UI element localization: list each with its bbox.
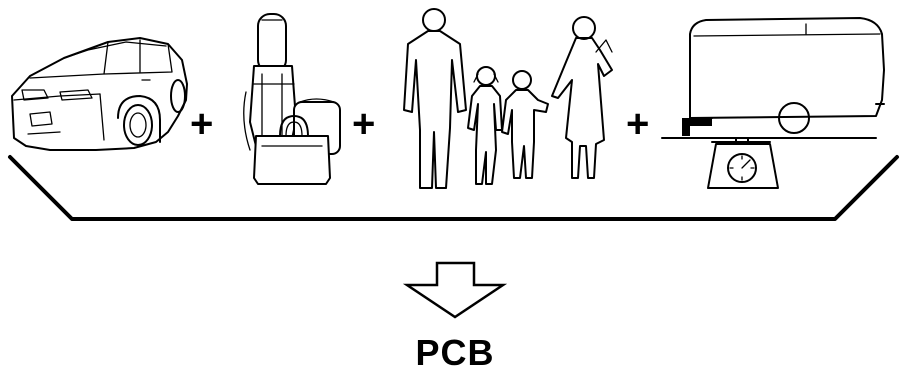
- trailer-scale-icon: [661, 17, 885, 189]
- result-label: PCB: [415, 332, 495, 373]
- bracket-icon: [8, 155, 899, 221]
- luggage-icon: [243, 13, 341, 185]
- plus-sign-1: +: [190, 102, 214, 146]
- plus-sign-2: +: [352, 102, 376, 146]
- car-icon: [11, 37, 188, 151]
- plus-sign-3: +: [626, 102, 650, 146]
- down-arrow-icon: [402, 261, 508, 319]
- family-icon: [403, 8, 613, 189]
